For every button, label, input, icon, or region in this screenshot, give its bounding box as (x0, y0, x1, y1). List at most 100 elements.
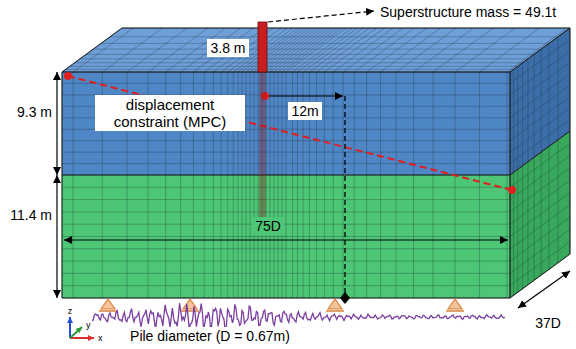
mesh-line (62, 248, 510, 249)
constraint-nodes (64, 72, 516, 194)
mesh-line (479, 72, 480, 298)
mesh-line (62, 285, 510, 286)
mesh-line (367, 28, 427, 72)
support-base (99, 310, 117, 312)
mesh-line (513, 69, 514, 295)
mesh-line (343, 72, 344, 298)
mesh-line (278, 28, 338, 72)
mesh-line (62, 261, 510, 262)
mesh-line (510, 143, 570, 187)
mesh-line (297, 28, 357, 72)
mesh-line (250, 72, 251, 298)
mesh-line (254, 72, 255, 298)
mesh-line (433, 28, 493, 72)
mesh-line (380, 72, 381, 298)
mesh-line (510, 108, 570, 152)
axis-arrow (70, 327, 82, 338)
mesh-line (286, 28, 346, 72)
mesh-line (266, 28, 326, 72)
constraint-line (68, 76, 512, 190)
mesh-line (396, 72, 397, 298)
mesh-line (480, 28, 540, 72)
mesh-line (270, 72, 271, 298)
mesh-line (510, 97, 570, 141)
mesh-line (510, 74, 570, 118)
axis-arrow (69, 317, 71, 338)
mesh-line (522, 63, 523, 289)
mesh-line (246, 72, 247, 298)
mesh-line (333, 72, 334, 298)
mesh-line (62, 83, 510, 84)
mesh-line (204, 28, 264, 72)
mesh-line (62, 152, 510, 153)
axis-triad (70, 317, 94, 338)
mesh-line (433, 72, 434, 298)
pile-note: Pile diameter (D = 0.67m) (127, 327, 293, 345)
mesh-line (549, 43, 550, 269)
dimension-arrow (64, 239, 508, 240)
mesh-line (66, 69, 514, 70)
mesh-line (316, 28, 376, 72)
mesh-line (510, 217, 570, 261)
mesh-line (102, 28, 162, 72)
pile (259, 72, 266, 222)
support-symbol (448, 299, 462, 309)
mesh-line (62, 211, 510, 212)
mesh-line (193, 28, 253, 72)
axis-label: x (98, 333, 103, 343)
mass-label: Superstructure mass = 49.1t (380, 4, 556, 20)
support-symbol (328, 299, 342, 309)
mesh-line (510, 180, 570, 224)
mesh-line (510, 168, 570, 212)
mesh-line (343, 28, 403, 72)
mesh-line (278, 72, 279, 298)
axis-label: y (86, 320, 91, 330)
distance-arrow (269, 95, 343, 96)
mesh-line (413, 72, 414, 298)
mesh-line (510, 229, 570, 273)
layer-dimension: 11.4 m (10, 207, 52, 223)
mesh-line (510, 120, 570, 164)
mesh-line (381, 28, 441, 72)
sand-layer-side (510, 131, 570, 298)
support-base (181, 310, 199, 312)
length-dimension: 75D (252, 217, 284, 235)
mesh-line (517, 66, 518, 292)
width-dimension: 37D (535, 315, 561, 331)
mesh-line (62, 199, 510, 200)
mesh-line (455, 28, 515, 72)
mesh-line (510, 205, 570, 249)
leader-arrow (268, 11, 374, 22)
mesh-line (73, 28, 133, 72)
mesh-line (62, 140, 510, 141)
mesh-line (292, 28, 352, 72)
mesh-line (506, 72, 507, 298)
boundary-supports (99, 299, 464, 311)
mesh-line (262, 28, 322, 72)
dimension-arrow (56, 72, 57, 175)
top-face (62, 28, 570, 72)
mesh-line (558, 37, 559, 263)
mesh-line (73, 72, 74, 298)
mesh-line (354, 72, 355, 298)
constraint-node (64, 72, 72, 80)
support-base (326, 310, 344, 312)
mesh-line (62, 236, 510, 237)
mesh-grid (62, 28, 570, 298)
mesh-line (101, 43, 549, 44)
constraint-node (508, 186, 516, 194)
mesh-line (110, 36, 558, 37)
mesh-line (510, 193, 570, 237)
superstructure-column (258, 22, 267, 72)
mesh-line (510, 62, 570, 106)
mesh-line (62, 224, 510, 225)
dimension-arrow (518, 271, 570, 308)
mesh-line (541, 49, 542, 275)
mesh-line (455, 72, 456, 298)
mesh-line (93, 49, 541, 50)
section-line (344, 96, 345, 293)
mesh-line (258, 72, 259, 298)
dimension-arrow (56, 175, 57, 298)
